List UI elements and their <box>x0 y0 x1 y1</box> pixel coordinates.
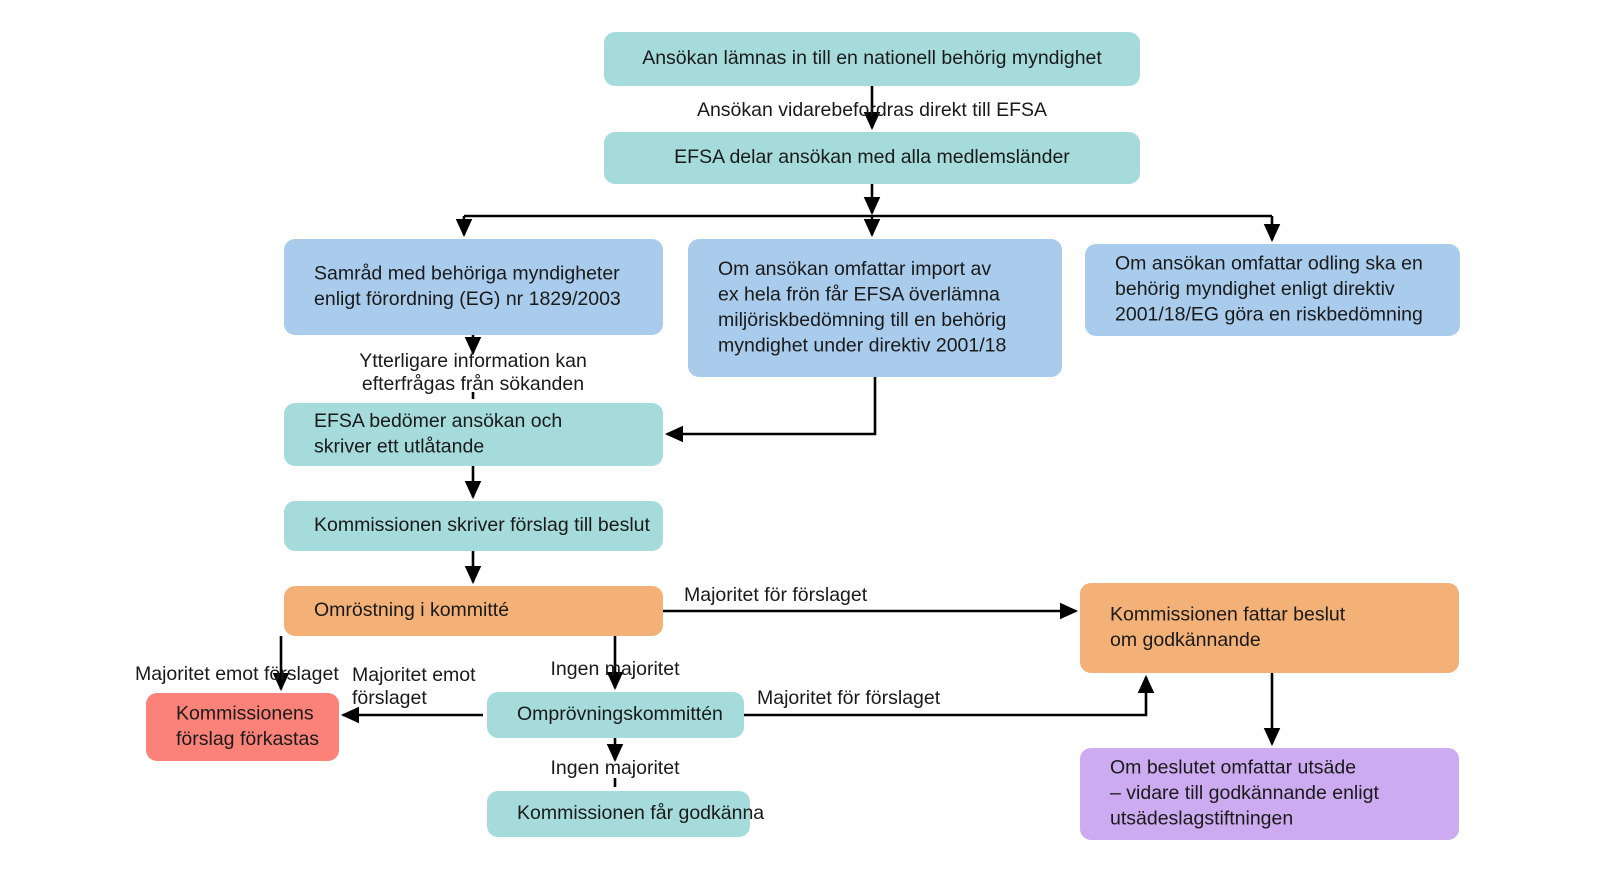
node-omprovningskommitten[interactable]: Omprövningskommittén <box>487 692 744 738</box>
node-odling-riskbedomning-shape <box>1085 244 1460 336</box>
node-samrad-behoriga-myndigheter-text-line-0: Samråd med behöriga myndigheter <box>314 262 620 284</box>
node-ansokan-lamnas-in[interactable]: Ansökan lämnas in till en nationell behö… <box>604 32 1140 86</box>
edge-label-majoritet-for-forslaget-top: Majoritet för förslaget <box>684 584 868 606</box>
node-efsa-bedomer-ansokan[interactable]: EFSA bedömer ansökan och skriver ett utlå… <box>284 403 663 466</box>
node-kommissionen-fattar-beslut-text-line-1: om godkännande <box>1110 629 1261 651</box>
edge-label-majoritet-emot-forslaget-mid-2: förslaget <box>352 687 427 709</box>
node-efsa-bedomer-ansokan-text-line-0: EFSA bedömer ansökan och <box>314 410 562 432</box>
node-beslut-omfattar-utsade-text-line-2: utsädeslagstiftningen <box>1110 808 1293 830</box>
node-efsa-delar-ansokan[interactable]: EFSA delar ansökan med alla medlemslände… <box>604 132 1140 184</box>
node-efsa-delar-ansokan-text-line-0: EFSA delar ansökan med alla medlemslände… <box>674 146 1070 168</box>
node-efsa-bedomer-ansokan-shape <box>284 403 663 466</box>
node-kommissionen-skriver-forslag-shape <box>284 501 663 551</box>
node-odling-riskbedomning-text-line-0: Om ansökan omfattar odling ska en <box>1115 253 1423 275</box>
node-omrostning-i-kommitte[interactable]: Omröstning i kommitté <box>284 586 663 636</box>
node-import-hela-fron-text-line-3: myndighet under direktiv 2001/18 <box>718 334 1006 356</box>
edge-label-efterfragas: efterfrågas från sökanden <box>362 373 584 395</box>
edge-label-majoritet-emot-forslaget-mid-1: Majoritet emot <box>352 664 476 686</box>
node-import-hela-fron-text-line-2: miljöriskbedömning till en behörig <box>718 309 1006 331</box>
edge-label-ingen-majoritet-top: Ingen majoritet <box>551 658 681 680</box>
node-kommissionens-forslag-forkastas-shape <box>146 693 339 761</box>
node-efsa-bedomer-ansokan-text-line-1: skriver ett utlåtande <box>314 435 484 457</box>
node-kommissionens-forslag-forkastas[interactable]: Kommissionens förslag förkastas <box>146 693 339 761</box>
node-omprovningskommitten-text-line-0: Omprövningskommittén <box>517 703 723 725</box>
node-kommissionen-fattar-beslut-text-line-0: Kommissionen fattar beslut <box>1110 603 1346 625</box>
node-samrad-behoriga-myndigheter[interactable]: Samråd med behöriga myndigheter enligt fö… <box>284 239 663 335</box>
node-kommissionen-fattar-beslut[interactable]: Kommissionen fattar beslut om godkännande <box>1080 583 1459 673</box>
edge-label-majoritet-emot-forslaget-left: Majoritet emot förslaget <box>135 663 339 685</box>
edge-label-ingen-majoritet-bottom: Ingen majoritet <box>551 757 681 779</box>
node-import-hela-fron-text-line-1: ex hela frön får EFSA överlämna <box>718 283 1000 305</box>
node-ansokan-lamnas-in-text-line-0: Ansökan lämnas in till en nationell behö… <box>642 47 1102 69</box>
node-omprovningskommitten-shape <box>487 692 744 738</box>
node-odling-riskbedomning-text-line-2: 2001/18/EG göra en riskbedömning <box>1115 304 1423 326</box>
node-kommissionen-far-godkanna-text-line-0: Kommissionen får godkänna <box>517 802 764 824</box>
node-import-hela-fron-text-line-0: Om ansökan omfattar import av <box>718 258 991 280</box>
node-efsa-delar-ansokan-shape <box>604 132 1140 184</box>
node-kommissionen-skriver-forslag[interactable]: Kommissionen skriver förslag till beslut <box>284 501 663 551</box>
conn-import-to-efsa-bedomer <box>664 377 877 443</box>
node-odling-riskbedomning-text-line-1: behörig myndighet enligt direktiv <box>1115 278 1395 300</box>
node-omrostning-i-kommitte-text-line-0: Omröstning i kommitté <box>314 599 509 621</box>
node-kommissionens-forslag-forkastas-text-line-1: förslag förkastas <box>176 728 319 750</box>
node-beslut-omfattar-utsade-text-line-1: – vidare till godkännande enligt <box>1110 782 1379 804</box>
node-beslut-omfattar-utsade[interactable]: Om beslutet omfattar utsäde – vidare till… <box>1080 748 1459 840</box>
nodes-layer: Ansökan lämnas in till en nationell behö… <box>146 32 1460 840</box>
node-kommissionen-fattar-beslut-shape <box>1080 583 1459 673</box>
node-beslut-omfattar-utsade-shape <box>1080 748 1459 840</box>
node-kommissionen-far-godkanna-shape <box>487 791 750 837</box>
node-ansokan-lamnas-in-shape <box>604 32 1140 86</box>
node-kommissionen-skriver-forslag-text-line-0: Kommissionen skriver förslag till beslut <box>314 514 651 536</box>
conn-omprovning-to-fattar-beslut <box>744 674 1155 717</box>
edge-label-ytterligare-information: Ytterligare information kan <box>359 350 587 372</box>
node-import-hela-fron[interactable]: Om ansökan omfattar import av ex hela frö… <box>688 239 1062 377</box>
edge-label-majoritet-for-forslaget-bottom: Majoritet för förslaget <box>757 687 941 709</box>
connectors-layer <box>272 86 1281 787</box>
edge-label-vidarebefordras: Ansökan vidarebefordras direkt till EFSA <box>697 99 1047 121</box>
node-beslut-omfattar-utsade-text-line-0: Om beslutet omfattar utsäde <box>1110 757 1356 779</box>
node-samrad-behoriga-myndigheter-shape <box>284 239 663 335</box>
edge-labels-layer: Ansökan vidarebefordras direkt till EFSA… <box>135 99 1047 779</box>
node-omrostning-i-kommitte-shape <box>284 586 663 636</box>
node-samrad-behoriga-myndigheter-text-line-1: enligt förordning (EG) nr 1829/2003 <box>314 288 621 310</box>
node-kommissionen-far-godkanna[interactable]: Kommissionen får godkänna <box>487 791 764 837</box>
node-kommissionens-forslag-forkastas-text-line-0: Kommissionens <box>176 702 314 724</box>
node-import-hela-fron-shape <box>688 239 1062 377</box>
node-odling-riskbedomning[interactable]: Om ansökan omfattar odling ska en behörig… <box>1085 244 1460 336</box>
